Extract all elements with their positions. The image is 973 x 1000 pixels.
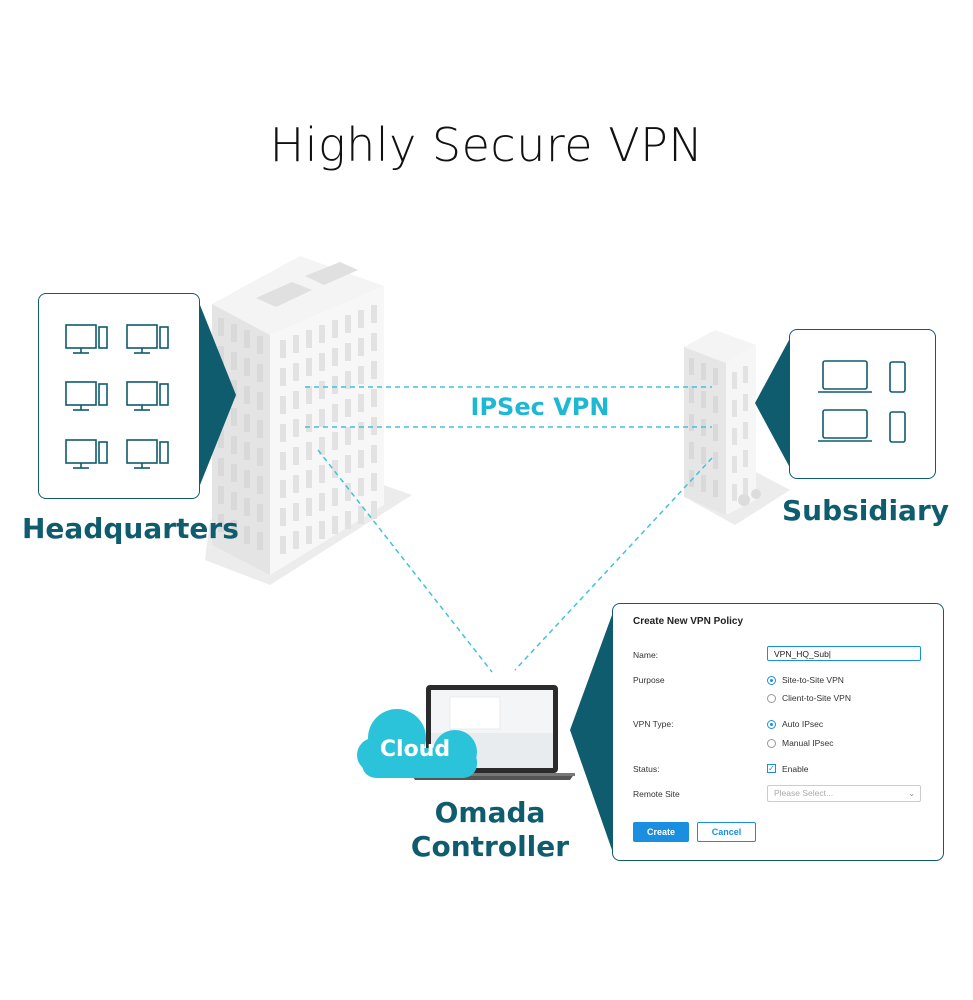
remote-site-label: Remote Site bbox=[633, 789, 680, 799]
desktop-icon bbox=[65, 381, 108, 411]
vpn-type-manual-radio[interactable] bbox=[767, 739, 776, 748]
headquarters-devices-panel bbox=[38, 293, 200, 499]
omada-controller-label: Omada Controller bbox=[405, 796, 575, 864]
name-label: Name: bbox=[633, 650, 659, 660]
purpose-client-to-site-radio[interactable] bbox=[767, 694, 776, 703]
dialog-pointer bbox=[570, 615, 612, 850]
purpose-site-to-site-radio[interactable] bbox=[767, 676, 776, 685]
subsidiary-devices-panel bbox=[789, 329, 936, 479]
desktop-icon bbox=[65, 324, 108, 354]
cancel-button[interactable]: Cancel bbox=[697, 822, 756, 842]
headquarters-label: Headquarters bbox=[22, 512, 239, 545]
cloud-label: Cloud bbox=[379, 737, 451, 762]
create-vpn-policy-dialog: Create New VPN Policy Name: VPN_HQ_Sub| … bbox=[612, 603, 944, 861]
omada-label-line2: Controller bbox=[410, 830, 570, 863]
desktop-icon bbox=[126, 439, 169, 469]
phone-icon bbox=[889, 411, 906, 443]
omada-label-line1: Omada bbox=[434, 796, 546, 829]
purpose-option-label: Client-to-Site VPN bbox=[782, 693, 851, 703]
vpn-type-label: VPN Type: bbox=[633, 719, 674, 729]
status-label: Status: bbox=[633, 764, 660, 774]
purpose-label: Purpose bbox=[633, 675, 665, 685]
create-button[interactable]: Create bbox=[633, 822, 689, 842]
phone-icon bbox=[889, 361, 906, 393]
vpn-type-option-label: Manual IPsec bbox=[782, 738, 834, 748]
dialog-title: Create New VPN Policy bbox=[633, 616, 744, 627]
vpn-type-auto-radio[interactable] bbox=[767, 720, 776, 729]
status-enable-checkbox[interactable]: ✓ bbox=[767, 764, 776, 773]
laptop-icon bbox=[818, 360, 872, 393]
ipsec-vpn-label: IPSec VPN bbox=[470, 393, 610, 421]
remote-site-placeholder: Please Select... bbox=[774, 788, 834, 798]
desktop-icon bbox=[126, 324, 169, 354]
cloud-icon bbox=[357, 709, 477, 778]
subsidiary-building-icon bbox=[684, 330, 761, 515]
remote-site-select[interactable]: Please Select... ⌄ bbox=[767, 785, 921, 802]
status-enable-label: Enable bbox=[782, 764, 809, 774]
laptop-icon bbox=[818, 409, 872, 442]
subsidiary-label: Subsidiary bbox=[782, 494, 950, 527]
name-input[interactable]: VPN_HQ_Sub| bbox=[767, 646, 921, 661]
vpn-type-option-label: Auto IPsec bbox=[782, 719, 824, 729]
chevron-down-icon: ⌄ bbox=[908, 789, 915, 798]
page-title: Highly Secure VPN bbox=[269, 118, 704, 172]
purpose-option-label: Site-to-Site VPN bbox=[782, 675, 844, 685]
hq-pointer bbox=[198, 300, 236, 490]
desktop-icon bbox=[65, 439, 108, 469]
desktop-icon bbox=[126, 381, 169, 411]
subsidiary-pointer bbox=[755, 340, 789, 466]
